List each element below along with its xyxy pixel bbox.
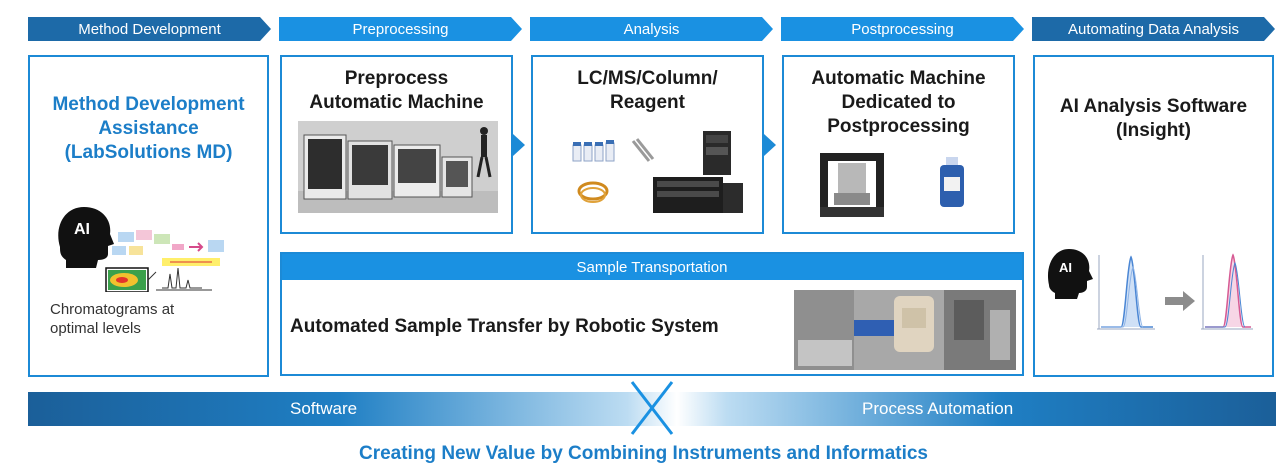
cross-icon [630, 381, 674, 435]
ai-head-label: AI [74, 221, 90, 238]
method-title-line1: Method Development [52, 94, 245, 115]
method-title-line3: (LabSolutions MD) [64, 142, 233, 163]
sample-transportation-header-label: Sample Transportation [576, 258, 728, 276]
ai-chromatogram-illustration: AI [1047, 249, 1253, 330]
method-caption-line1: Chromatograms at [50, 301, 175, 318]
flow-arrow-icon [764, 134, 776, 156]
stage-tab-label: Method Development [78, 20, 221, 38]
flow-arrow-icon [513, 134, 525, 156]
stage-tab-label: Postprocessing [851, 20, 954, 38]
post-title-line1: Automatic Machine [811, 68, 986, 89]
ai-title-line2: (Insight) [1116, 120, 1191, 141]
stage-tab-automating-data-analysis: Automating Data Analysis [1032, 17, 1275, 41]
stage-tab-postprocessing: Postprocessing [781, 17, 1024, 41]
robotic-system-photo [794, 290, 1016, 370]
post-title-line3: Postprocessing [827, 116, 970, 137]
pre-title-line1: Preprocess [344, 68, 449, 89]
method-development-illustration: AI [58, 207, 224, 292]
stage-tab-method-development: Method Development [28, 17, 271, 41]
analysis-box: LC/MS/Column/ Reagent [531, 55, 764, 234]
method-development-box: Method Development Assistance (LabSoluti… [28, 55, 269, 377]
tagline: Creating New Value by Combining Instrume… [358, 443, 929, 464]
analysis-instruments-photo [572, 131, 743, 213]
process-automation-label: Process Automation [862, 399, 1014, 418]
preprocessing-box: Preprocess Automatic Machine [280, 55, 513, 234]
analysis-title-line1: LC/MS/Column/ [577, 68, 718, 89]
sample-transportation-box: Sample Transportation Automated Sample T… [280, 252, 1024, 376]
method-title-line2: Assistance [98, 118, 199, 139]
post-title-line2: Dedicated to [841, 92, 956, 113]
software-label: Software [290, 399, 358, 418]
stage-tab-label: Analysis [623, 20, 680, 38]
ai-title-line1: AI Analysis Software [1059, 96, 1248, 117]
sample-transfer-text: Automated Sample Transfer by Robotic Sys… [290, 316, 719, 337]
preprocess-machine-photo [298, 121, 498, 213]
sample-transportation-header: Sample Transportation [282, 254, 1022, 280]
pre-title-line2: Automatic Machine [309, 92, 484, 113]
analysis-title-line2: Reagent [610, 92, 685, 113]
stage-tab-analysis: Analysis [530, 17, 773, 41]
stage-tab-label: Preprocessing [352, 20, 449, 38]
stage-tab-preprocessing: Preprocessing [279, 17, 522, 41]
ai-analysis-box: AI Analysis Software (Insight) AI [1033, 55, 1274, 377]
ai-head-label: AI [1059, 260, 1072, 275]
postprocessing-box: Automatic Machine Dedicated to Postproce… [782, 55, 1015, 234]
method-caption-line2: optimal levels [50, 320, 141, 337]
stage-tab-label: Automating Data Analysis [1068, 20, 1239, 38]
postprocess-machine-photo [820, 153, 964, 217]
